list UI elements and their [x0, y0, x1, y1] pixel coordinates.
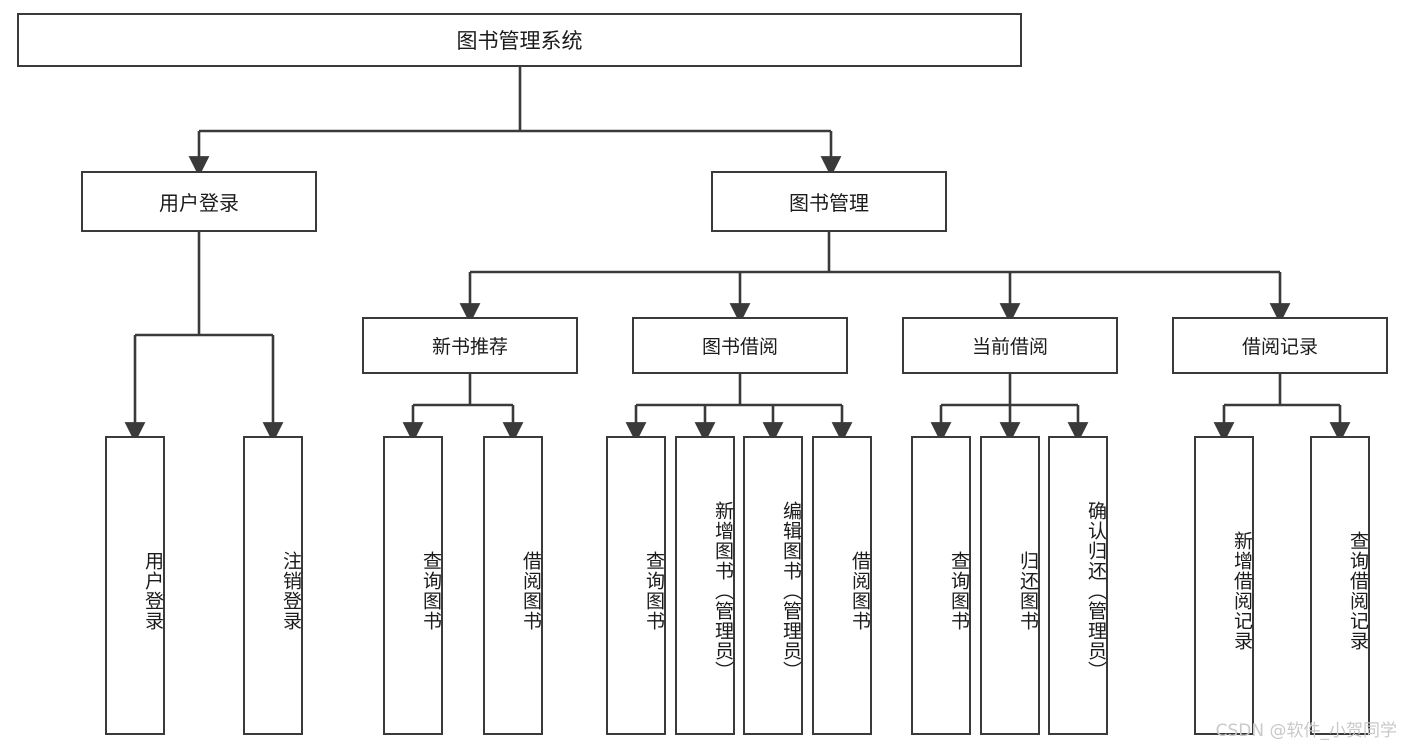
node-current-borrow[interactable]: 当前借阅: [902, 317, 1118, 374]
leaf-recommend-borrow-book[interactable]: 借阅图书: [483, 436, 543, 735]
node-root-book-management-system[interactable]: 图书管理系统: [17, 13, 1022, 67]
node-label: 用户登录: [159, 191, 239, 215]
leaf-label: 查询图书: [643, 550, 665, 631]
node-label: 图书管理系统: [456, 29, 583, 53]
leaf-label: 编辑图书（管理员）: [780, 500, 802, 681]
leaf-borrow-borrow-book[interactable]: 借阅图书: [812, 436, 872, 735]
node-new-book-recommend[interactable]: 新书推荐: [362, 317, 578, 374]
leaf-current-query-book[interactable]: 查询图书: [911, 436, 971, 735]
node-book-borrow[interactable]: 图书借阅: [632, 317, 848, 374]
leaf-recommend-query-book[interactable]: 查询图书: [383, 436, 443, 735]
leaf-label: 查询图书: [420, 550, 442, 631]
leaf-label: 确认归还（管理员）: [1085, 500, 1107, 681]
node-user-login[interactable]: 用户登录: [81, 171, 317, 232]
leaf-current-return-book[interactable]: 归还图书: [980, 436, 1040, 735]
leaf-label: 借阅图书: [849, 550, 871, 631]
node-label: 借阅记录: [1241, 336, 1318, 358]
node-label: 图书管理: [789, 191, 869, 215]
leaf-label: 借阅图书: [520, 550, 542, 631]
leaf-label: 归还图书: [1017, 550, 1039, 631]
leaf-record-query-borrow-record[interactable]: 查询借阅记录: [1310, 436, 1370, 735]
node-book-management[interactable]: 图书管理: [711, 171, 947, 232]
leaf-label: 注销登录: [280, 550, 302, 631]
leaf-label: 新增图书（管理员）: [712, 500, 734, 681]
leaf-user-login-logout[interactable]: 注销登录: [243, 436, 303, 735]
leaf-borrow-add-book-admin[interactable]: 新增图书（管理员）: [675, 436, 735, 735]
leaf-label: 用户登录: [142, 550, 164, 631]
leaf-label: 查询图书: [948, 550, 970, 631]
leaf-borrow-edit-book-admin[interactable]: 编辑图书（管理员）: [743, 436, 803, 735]
leaf-label: 查询借阅记录: [1347, 530, 1369, 651]
leaf-label: 新增借阅记录: [1231, 530, 1253, 651]
node-label: 新书推荐: [431, 336, 508, 358]
node-borrow-record[interactable]: 借阅记录: [1172, 317, 1388, 374]
node-label: 图书借阅: [701, 336, 778, 358]
node-label: 当前借阅: [971, 336, 1048, 358]
leaf-record-add-borrow-record[interactable]: 新增借阅记录: [1194, 436, 1254, 735]
leaf-borrow-query-book[interactable]: 查询图书: [606, 436, 666, 735]
leaf-user-login-login[interactable]: 用户登录: [105, 436, 165, 735]
csdn-watermark: CSDN @软件_小贺同学: [1215, 721, 1397, 741]
leaf-current-confirm-return-admin[interactable]: 确认归还（管理员）: [1048, 436, 1108, 735]
